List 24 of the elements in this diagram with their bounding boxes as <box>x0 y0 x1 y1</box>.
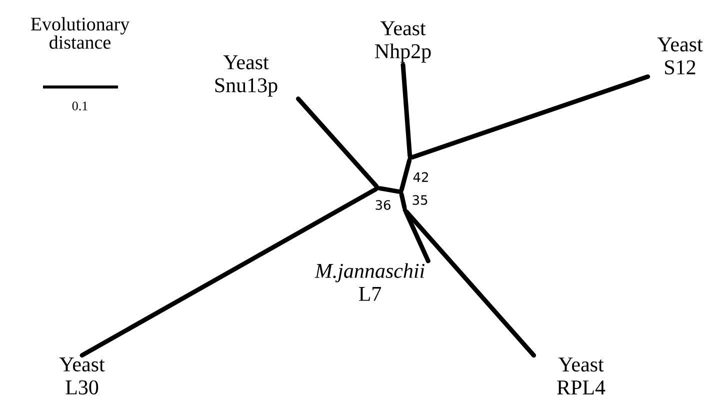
taxon-label: Yeast RPL4 <box>557 358 606 394</box>
branch-point <box>376 186 380 190</box>
branch-line <box>404 210 430 264</box>
branch-line <box>80 186 378 358</box>
branch-line <box>399 158 412 192</box>
taxon-label: Yeast Snu13p <box>215 55 278 97</box>
branch-line <box>378 186 401 194</box>
scale-label: 0.1 <box>72 102 88 110</box>
branch-line <box>410 74 650 160</box>
branch-line <box>400 62 412 158</box>
bootstrap-value: 35 <box>411 194 429 206</box>
branch-point <box>408 156 412 160</box>
taxon-label: M.jannaschii L7 <box>314 263 424 301</box>
branch-line <box>296 96 379 188</box>
taxon-label: Yeast Nhp2p <box>375 21 431 63</box>
taxon-label: Yeast S12 <box>657 38 703 74</box>
branch-line <box>404 210 536 358</box>
bootstrap-value: 42 <box>412 172 430 182</box>
branch-line <box>399 192 407 210</box>
bootstrap-value: 36 <box>374 200 392 210</box>
taxon-label: Yeast L30 <box>59 358 105 394</box>
scale-label: Evolutionary distance <box>30 17 130 49</box>
branch-point <box>398 190 404 194</box>
branch-point <box>402 208 408 212</box>
